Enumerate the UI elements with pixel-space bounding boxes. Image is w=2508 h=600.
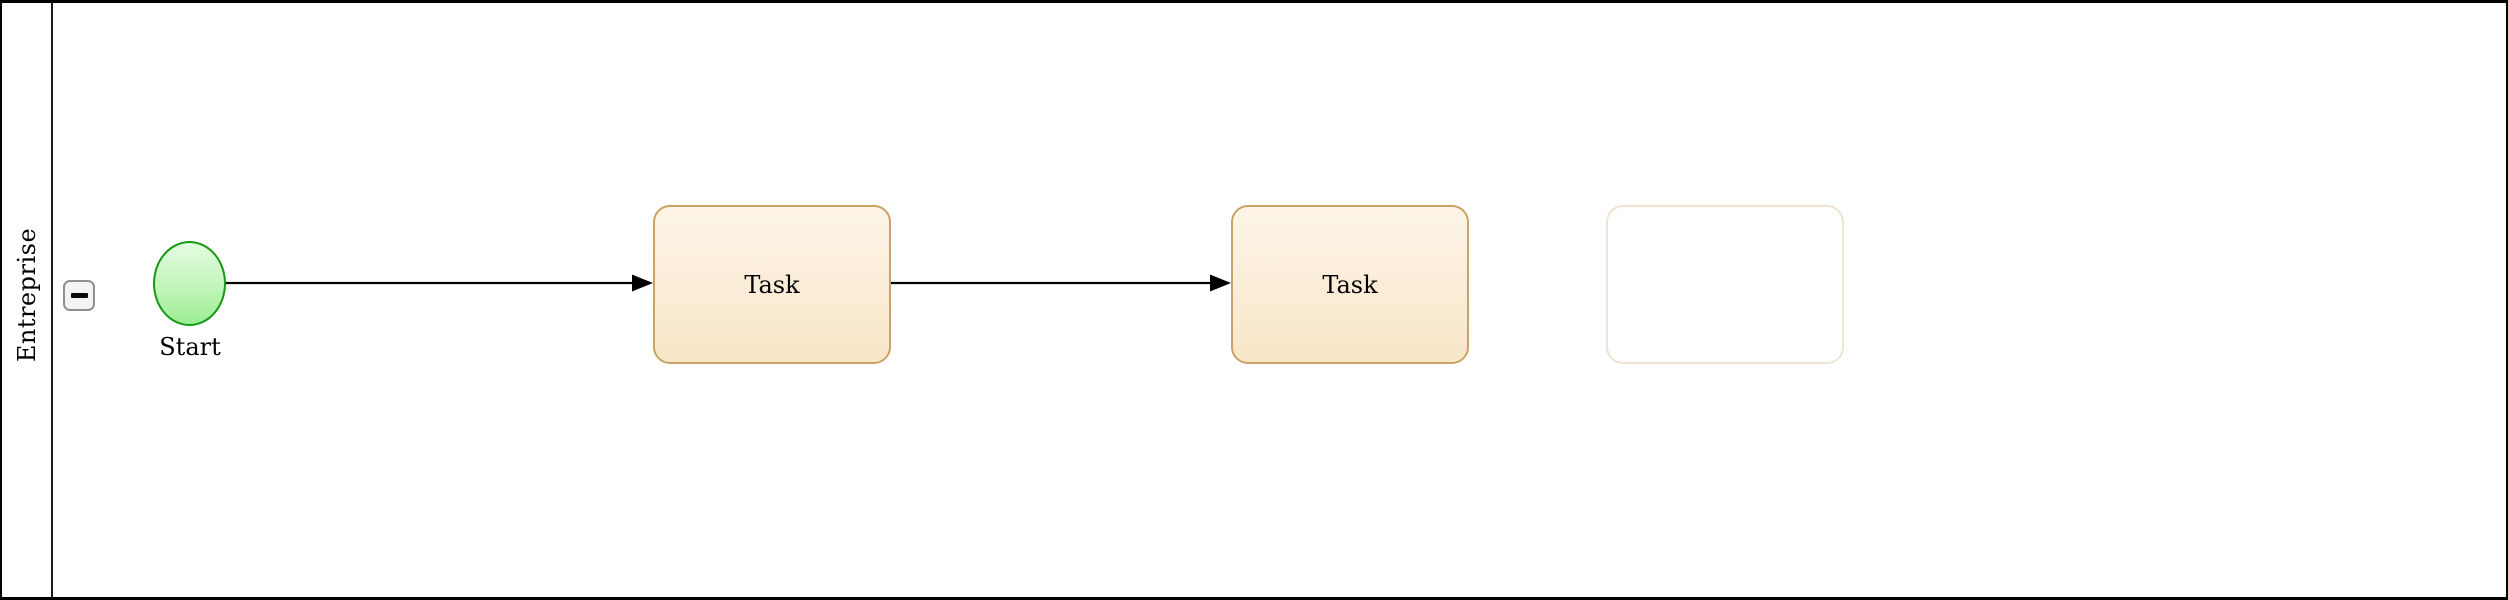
sequence-flow-1[interactable] — [226, 274, 653, 292]
start-event-node[interactable] — [153, 241, 226, 326]
task-node-2[interactable]: Task — [1231, 205, 1469, 364]
minus-icon — [70, 293, 88, 298]
arrowhead-icon — [1210, 274, 1231, 292]
task-2-label: Task — [1322, 270, 1378, 299]
pool-label: Entreprise — [12, 227, 41, 363]
ghost-task-outline — [1606, 205, 1844, 364]
sequence-flow-2[interactable] — [891, 274, 1231, 292]
task-node-1[interactable]: Task — [653, 205, 891, 364]
pool-header-lane[interactable]: Entreprise — [2, 3, 53, 597]
arrowhead-icon — [632, 274, 653, 292]
collapse-pool-button[interactable] — [63, 280, 95, 311]
task-1-label: Task — [744, 270, 800, 299]
start-event-label: Start — [159, 333, 221, 361]
